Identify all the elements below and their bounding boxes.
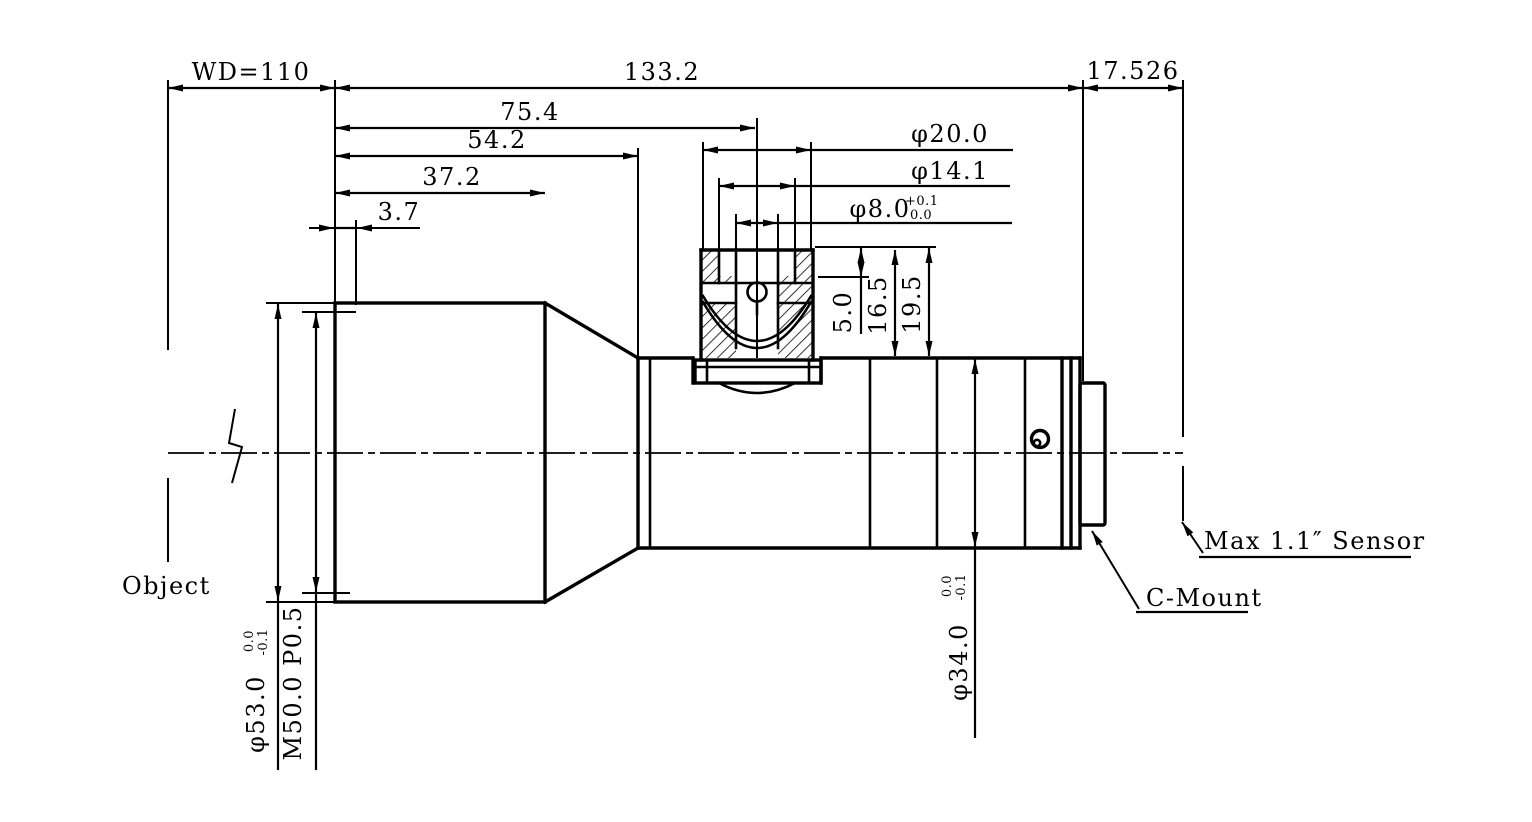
cmount-label: C-Mount — [1146, 584, 1263, 612]
dim-75-text: 75.4 — [500, 98, 559, 126]
dim-phi14-text: φ14.1 — [911, 157, 989, 185]
iris-flange — [693, 358, 823, 385]
object-label: Object — [122, 572, 211, 600]
dim-total-text: 133.2 — [624, 58, 700, 86]
dim-3-7-text: 3.7 — [378, 198, 421, 226]
break-symbol — [227, 408, 244, 484]
cmount-leader — [1091, 530, 1140, 610]
sensor-label: Max 1.1″ Sensor — [1204, 527, 1426, 555]
horizontal-dimensions: WD=110 133.2 17.526 75.4 54.2 37.2 3.7 — [168, 57, 1184, 521]
dim-phi53-tol-hi: 0.0 — [242, 630, 257, 652]
dim-phi8-tol-lo: 0.0 — [910, 208, 932, 223]
iris-height-dimensions: 5.0 16.5 19.5 — [815, 246, 936, 356]
dim-54-text: 54.2 — [467, 126, 526, 154]
hatch-region — [701, 250, 719, 283]
taper-bottom-edge — [542, 545, 641, 605]
dim-phi8-tol-hi: +0.1 — [905, 194, 939, 209]
taper-top-edge — [542, 300, 641, 361]
iris-section-detail — [693, 248, 823, 395]
front-barrel-outline — [333, 301, 547, 604]
dim-phi34-tol-hi: 0.0 — [940, 575, 955, 597]
iris-diameter-dimensions: φ20.0 φ14.1 φ8.0 +0.1 0.0 — [702, 120, 1013, 250]
dim-phi20-text: φ20.0 — [911, 120, 989, 148]
flange-lens-arc — [717, 381, 797, 395]
dim-phi8-text: φ8.0 — [850, 195, 911, 223]
centerline-group — [168, 408, 1183, 484]
c-mount-step — [1078, 381, 1107, 527]
set-screw-inner — [1032, 438, 1042, 448]
barrel-diameter-dimension: φ34.0 0.0 -0.1 — [940, 359, 979, 738]
hatch-region — [778, 283, 813, 303]
dim-thread-text: M50.0 P0.5 — [279, 606, 307, 761]
lens-front-body — [333, 300, 641, 605]
hatch-region — [719, 276, 736, 283]
dim-19-text: 19.5 — [898, 274, 926, 333]
dim-wd-text: WD=110 — [192, 58, 311, 86]
dim-phi34-text: φ34.0 — [945, 623, 973, 701]
dim-flange-text: 17.526 — [1087, 57, 1180, 85]
object-plane-group: Object — [122, 80, 211, 600]
dim-37-text: 37.2 — [422, 163, 481, 191]
hatch-region — [778, 276, 795, 283]
dim-phi53-text: φ53.0 — [242, 675, 270, 753]
front-diameter-dimensions: φ53.0 0.0 -0.1 M50.0 P0.5 — [242, 302, 356, 770]
dim-phi34-tol-lo: -0.1 — [954, 573, 969, 600]
hatch-region — [795, 250, 813, 283]
dim-16-text: 16.5 — [864, 275, 892, 334]
leader-annotations: Max 1.1″ Sensor C-Mount — [1091, 521, 1426, 614]
set-screw-outer — [1029, 428, 1051, 450]
sensor-leader — [1181, 521, 1204, 554]
dim-5-text: 5.0 — [829, 291, 857, 334]
dim-phi53-tol-lo: -0.1 — [256, 628, 271, 655]
